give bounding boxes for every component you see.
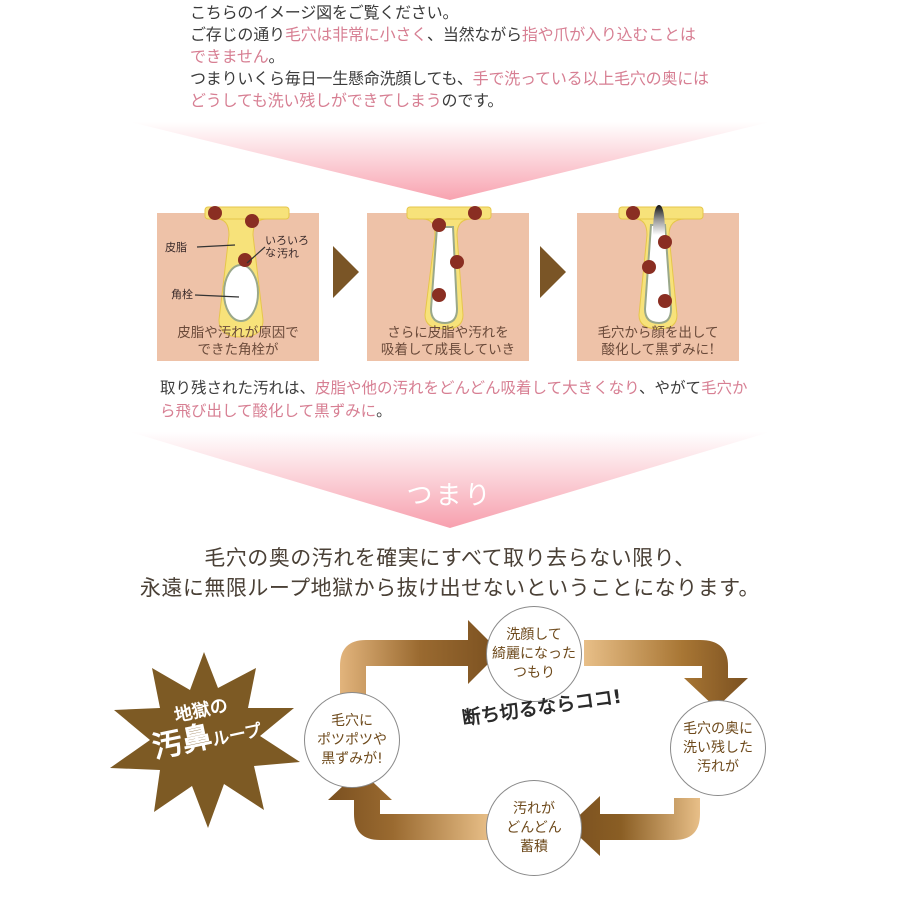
intro-highlight: 毛穴は非常に小さく [284, 25, 428, 44]
caption-line: 毛穴から顔を出して [597, 325, 719, 341]
next-arrow-icon [333, 246, 359, 298]
intro-text-segment: 、当然ながら [427, 25, 522, 44]
step-line: つもり [513, 664, 555, 681]
step-line: 綺麗になった [492, 645, 576, 662]
intro-highlight: 手で洗っている以上毛穴の奥にはどうしても洗い残しができてしまう [190, 69, 709, 110]
pore-diagram-1: 皮脂 いろいろな 汚れ 角栓 皮脂や汚れが原因で できた角栓が [157, 205, 319, 361]
pore-diagram-3: 毛穴から顔を出して 酸化して黒ずみに! [577, 205, 739, 361]
intro-text: こちらのイメージ図をご覧ください。 ご存じの通り毛穴は非常に小さく、当然ながら指… [190, 2, 710, 112]
panel-caption: さらに皮脂や汚れを 吸着して成長していき [367, 325, 529, 359]
pore-diagram-2: さらに皮脂や汚れを 吸着して成長していき [367, 205, 529, 361]
intro-line-2: ご存じの通り毛穴は非常に小さく、当然ながら指や爪が入り込むことはできません。 [190, 24, 710, 68]
step-line: 汚れが [697, 758, 739, 775]
caption-line: 皮脂や汚れが原因で [177, 325, 299, 341]
caption-line: できた角栓が [197, 342, 279, 358]
label-sebum: 皮脂 [165, 241, 187, 254]
intro-text-segment: つまりいくら毎日一生懸命洗顔しても、 [190, 69, 473, 88]
step-line: 蓄積 [520, 838, 548, 855]
loop-step-clean: 洗顔して 綺麗になった つもり [486, 606, 582, 702]
loop-diagram: 地獄の 汚鼻ループ 洗顔して 綺麗になった つもり 毛穴の奥に 洗い残した 汚れ… [0, 600, 900, 900]
badge-small-text: ループ [210, 720, 264, 751]
caption-line: 酸化して黒ずみに! [601, 342, 715, 358]
step-line: 毛穴の奥に [683, 720, 753, 737]
explanation-text: 取り残された汚れは、皮脂や他の汚れをどんどん吸着して大きくなり、やがて毛穴から飛… [160, 377, 760, 423]
step-line: 黒ずみが! [321, 750, 383, 767]
intro-line-3: つまりいくら毎日一生懸命洗顔しても、手で洗っている以上毛穴の奥にはどうしても洗い… [190, 68, 710, 112]
panel-caption: 皮脂や汚れが原因で できた角栓が [157, 325, 319, 359]
explanation-paragraph: 取り残された汚れは、皮脂や他の汚れをどんどん吸着して大きくなり、やがて毛穴から飛… [160, 377, 760, 423]
step-line: 洗顔して [506, 626, 562, 643]
loop-step-blackheads: 毛穴に ポツポツや 黒ずみが! [304, 692, 400, 788]
step-line: 毛穴に [331, 712, 373, 729]
intro-highlight: 指や爪が入り込むことはできません [190, 25, 696, 66]
conclusion-line-1: 毛穴の奥の汚れを確実にすべて取り去らない限り、 [204, 546, 696, 570]
caption-line: 吸着して成長していき [380, 342, 516, 358]
conclusion-line-2: 永遠に無限ループ地獄から抜け出せないということになります。 [139, 576, 761, 600]
intro-text-segment: 。 [268, 47, 285, 66]
caption-line: さらに皮脂や汚れを [387, 325, 509, 341]
label-dirt-1: いろいろな [265, 234, 309, 259]
loop-step-residue: 毛穴の奥に 洗い残した 汚れが [670, 700, 766, 796]
label-dirt-2: 汚れ [277, 247, 299, 260]
step-line: ポツポツや [317, 731, 387, 748]
funnel-arrow-summary [130, 432, 770, 528]
next-arrow-icon [540, 246, 566, 298]
panel-caption: 毛穴から顔を出して 酸化して黒ずみに! [577, 325, 739, 359]
intro-text-segment: ご存じの通り [190, 25, 285, 44]
intro-text-segment: のです。 [441, 91, 504, 110]
step-line: 洗い残した [683, 739, 753, 756]
text-segment: 。 [376, 402, 392, 420]
loop-step-accumulate: 汚れが どんどん 蓄積 [486, 780, 582, 876]
funnel-arrow-top [130, 122, 770, 200]
label-plug: 角栓 [171, 288, 193, 301]
hell-loop-badge [110, 652, 300, 828]
text-highlight: 毛穴から飛び出して酸化して黒ずみに [160, 379, 748, 420]
text-segment: 、やがて [638, 379, 701, 397]
text-segment: 取り残された汚れは、 [160, 379, 316, 397]
summary-heading: つまり [406, 481, 494, 511]
intro-line-1: こちらのイメージ図をご覧ください。 [190, 3, 459, 22]
step-line: 汚れが [513, 800, 555, 817]
step-line: どんどん [506, 819, 562, 836]
text-highlight: 皮脂や他の汚れをどんどん吸着して大きくなり [315, 379, 639, 397]
